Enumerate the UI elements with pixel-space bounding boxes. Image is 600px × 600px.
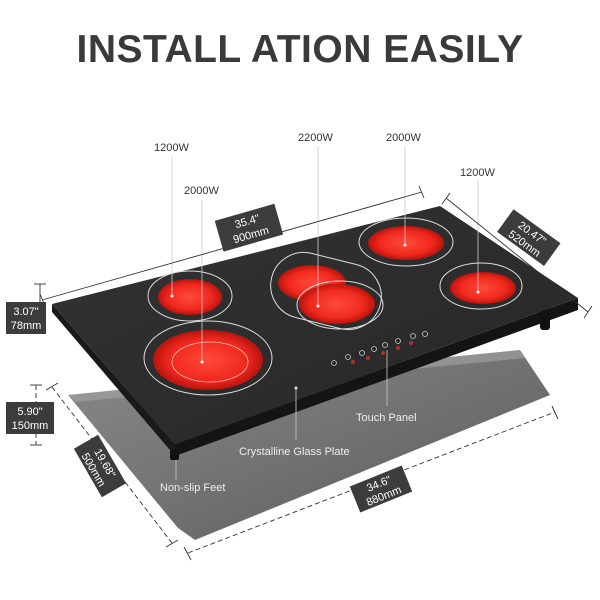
dim-mm: 150mm bbox=[12, 420, 49, 432]
non-slip-feet-label: Non-slip Feet bbox=[160, 482, 225, 494]
dim-mm: 78mm bbox=[11, 320, 42, 332]
dim-cutout-width: 34.6" 880mm bbox=[349, 465, 413, 513]
burner-power-label: 2000W bbox=[184, 185, 219, 197]
burner-front-left bbox=[143, 320, 273, 396]
glass-plate-label: Crystalline Glass Plate bbox=[239, 446, 350, 458]
burner-power-label: 2200W bbox=[298, 132, 333, 144]
non-slip-foot bbox=[170, 450, 179, 460]
dim-inch: 3.07" bbox=[13, 306, 38, 318]
burner-power-label: 1200W bbox=[460, 167, 495, 179]
callout-leaders bbox=[175, 350, 388, 480]
burner-power-label: 1200W bbox=[154, 142, 189, 154]
dim-thickness: 3.07" 78mm bbox=[6, 302, 46, 334]
dim-inch: 5.90" bbox=[17, 406, 42, 418]
dim-cutout-height: 5.90" 150mm bbox=[6, 402, 54, 434]
burner-rear-right bbox=[358, 217, 454, 267]
page-title: INSTALL ATION EASILY bbox=[76, 28, 524, 71]
burner-power-label: 2000W bbox=[386, 132, 421, 144]
burner-leaders bbox=[171, 146, 479, 362]
burner-labels: 1200W 2000W 2200W 2000W 1200W bbox=[154, 132, 495, 197]
burner-front-right bbox=[439, 262, 523, 310]
burner-rear-left bbox=[147, 270, 233, 322]
dim-top-width: 35.4" 900mm bbox=[214, 203, 284, 252]
touch-panel-label: Touch Panel bbox=[356, 412, 417, 424]
touch-panel bbox=[331, 331, 428, 366]
